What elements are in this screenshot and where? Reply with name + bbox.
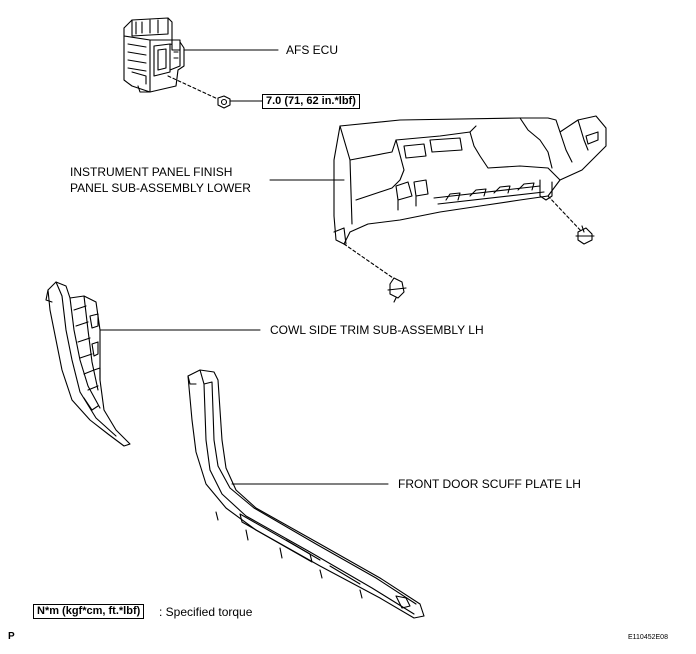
torque-value-box: 7.0 (71, 62 in.*lbf) xyxy=(262,94,360,109)
footer-left-mark: P xyxy=(8,631,15,642)
torque-legend-unit-box: N*m (kgf*cm, ft.*lbf) xyxy=(33,604,145,619)
afs-ecu-label: AFS ECU xyxy=(286,43,339,57)
torque-legend-description: : Specified torque xyxy=(159,605,253,619)
cowl-side-trim-part xyxy=(45,281,131,447)
instrument-panel-label-line1: INSTRUMENT PANEL FINISH xyxy=(70,165,233,179)
figure-code: E110452E08 xyxy=(628,634,668,641)
screw-right-part xyxy=(547,195,595,245)
front-door-scuff-plate-part xyxy=(187,369,425,619)
screw-left-part xyxy=(343,243,407,303)
front-door-scuff-label: FRONT DOOR SCUFF PLATE LH xyxy=(398,477,581,491)
nut-part xyxy=(167,75,263,109)
cowl-side-trim-label: COWL SIDE TRIM SUB-ASSEMBLY LH xyxy=(270,323,484,337)
nut-dashed-line xyxy=(167,75,221,101)
afs-ecu-part xyxy=(123,17,185,93)
instrument-panel-label-line2: PANEL SUB-ASSEMBLY LOWER xyxy=(70,181,251,195)
instrument-panel-lower-part xyxy=(333,115,607,245)
